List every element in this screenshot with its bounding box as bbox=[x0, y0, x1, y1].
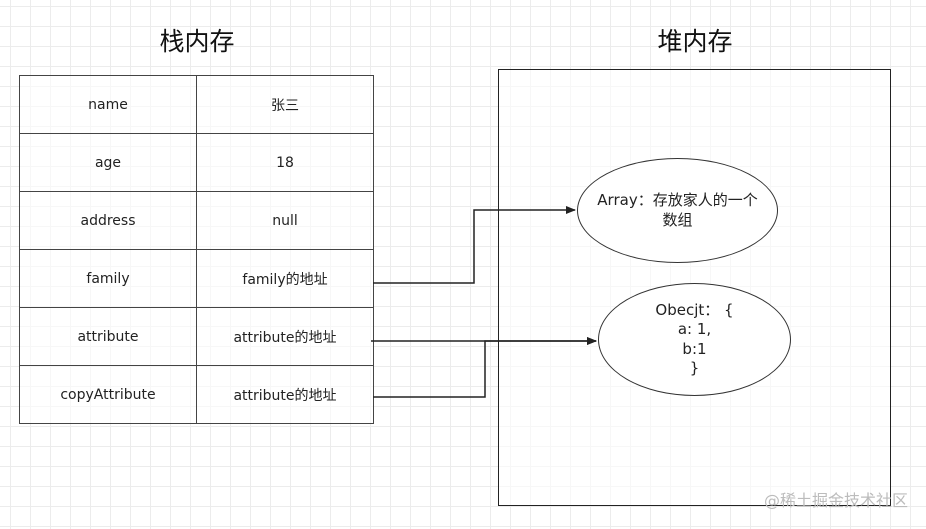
watermark: @稀土掘金技术社区 bbox=[763, 491, 908, 510]
table-row: copyAttribute attribute的地址 bbox=[19, 365, 374, 424]
object-node-line: Obecjt： { bbox=[655, 300, 734, 319]
family-reference-arrow bbox=[373, 206, 576, 284]
stack-var-name: age bbox=[19, 133, 197, 192]
object-node-line: b:1 bbox=[682, 339, 707, 358]
stack-var-value: attribute的地址 bbox=[196, 307, 374, 366]
table-row: address null bbox=[19, 191, 374, 250]
object-node-line: a: 1, bbox=[677, 320, 712, 338]
array-node-label: Array：存放家人的一个数组 bbox=[597, 191, 758, 229]
stack-var-name: address bbox=[19, 191, 197, 250]
table-row: attribute attribute的地址 bbox=[19, 307, 374, 366]
stack-var-name: attribute bbox=[19, 307, 197, 366]
stack-var-value: null bbox=[196, 191, 374, 250]
stack-var-name: name bbox=[19, 75, 197, 134]
object-node-line: } bbox=[689, 359, 700, 377]
stack-memory-table: name 张三 age 18 address null family famil… bbox=[19, 75, 374, 424]
stack-var-value: 张三 bbox=[196, 75, 374, 134]
stack-var-value: attribute的地址 bbox=[196, 365, 374, 424]
object-heap-node: Obecjt： { a: 1, b:1 } bbox=[598, 283, 791, 396]
table-row: family family的地址 bbox=[19, 249, 374, 308]
stack-var-name: copyAttribute bbox=[19, 365, 197, 424]
stack-memory-title: 栈内存 bbox=[159, 27, 235, 56]
table-row: name 张三 bbox=[19, 75, 374, 134]
stack-var-value: family的地址 bbox=[196, 249, 374, 308]
array-heap-node: Array：存放家人的一个数组 bbox=[577, 158, 778, 263]
stack-var-value: 18 bbox=[196, 133, 374, 192]
heap-memory-title: 堆内存 bbox=[657, 27, 733, 56]
copy-attribute-reference-arrow bbox=[373, 337, 597, 398]
stack-var-name: family bbox=[19, 249, 197, 308]
table-row: age 18 bbox=[19, 133, 374, 192]
